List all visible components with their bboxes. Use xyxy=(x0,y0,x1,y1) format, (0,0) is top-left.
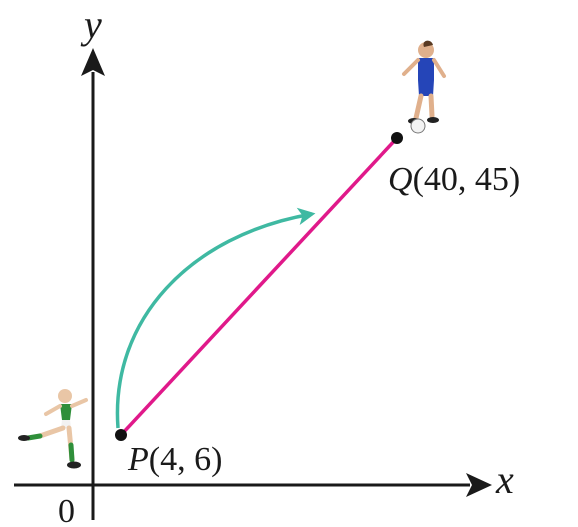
segment-pq xyxy=(119,136,399,437)
point-p-name: P xyxy=(127,441,149,478)
curved-arrow xyxy=(115,207,316,429)
point-p-label: P(4, 6) xyxy=(127,441,222,478)
soccer-player-running-icon xyxy=(402,40,446,134)
point-p xyxy=(115,429,127,441)
y-axis-label: y xyxy=(80,2,102,47)
point-q-name: Q xyxy=(388,161,413,198)
soccer-player-kicking-icon xyxy=(18,389,88,469)
x-axis-label: x xyxy=(495,457,514,502)
point-q-label: Q(40, 45) xyxy=(388,161,520,198)
x-axis-arrow-icon xyxy=(466,473,492,497)
point-p-coords: (4, 6) xyxy=(149,441,223,478)
point-q-coords: (40, 45) xyxy=(413,161,521,198)
axes xyxy=(14,48,492,520)
y-axis-arrow-icon xyxy=(81,48,105,76)
origin-label: 0 xyxy=(58,493,75,527)
point-q xyxy=(391,132,403,144)
